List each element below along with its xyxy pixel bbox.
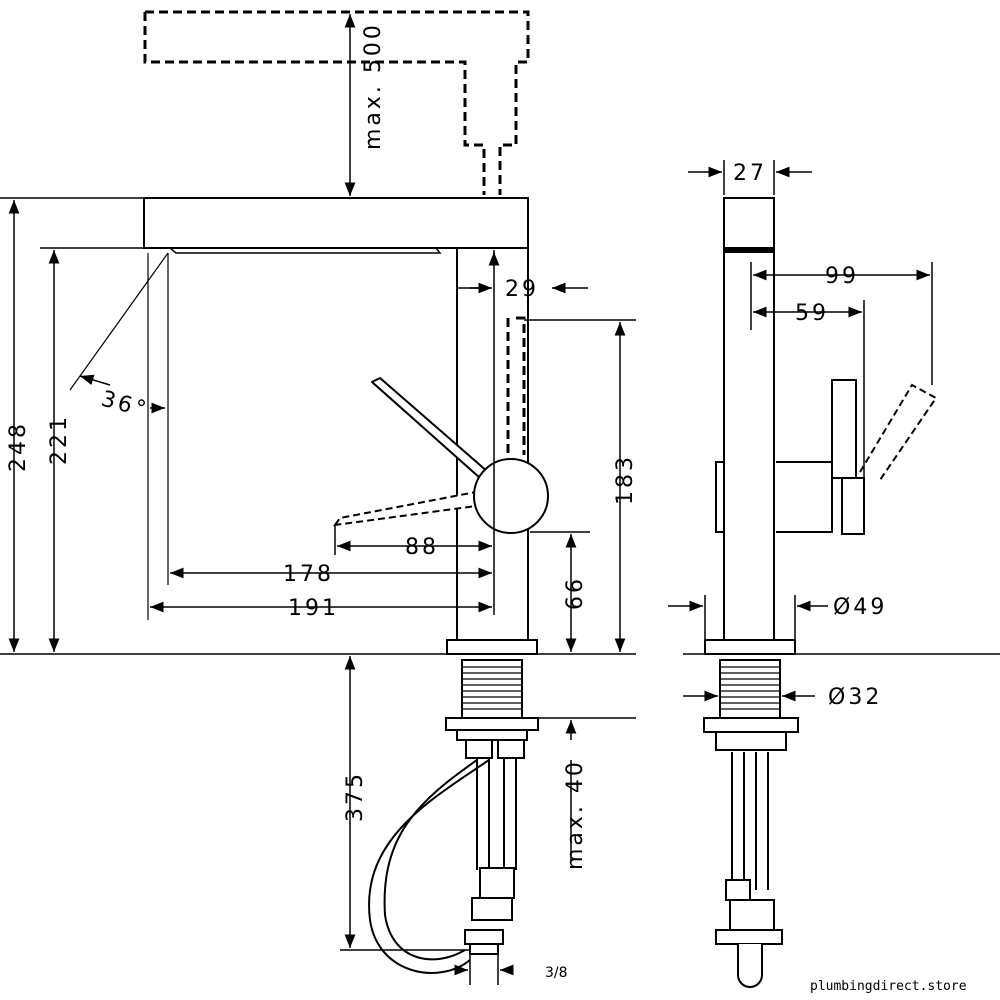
side-view-faucet (703, 197, 938, 988)
label-221: 221 (47, 414, 72, 465)
dimension-lines-front (0, 13, 636, 985)
watermark: plumbingdirect.store (810, 979, 967, 994)
front-view-faucet (69, 197, 549, 974)
label-99: 99 (825, 264, 859, 289)
clearance-outline (143, 10, 530, 455)
label-66: 66 (563, 576, 588, 610)
label-88: 88 (405, 535, 439, 560)
label-thread: 3/8 (545, 965, 568, 981)
label-59: 59 (795, 301, 829, 326)
label-dia-32: Ø32 (828, 685, 882, 710)
label-angle-36: 36° (98, 387, 151, 424)
label-max-40: max. 40 (563, 759, 588, 870)
label-178: 178 (283, 562, 334, 587)
label-29: 29 (505, 277, 539, 302)
label-27: 27 (733, 161, 767, 186)
dimension-lines-side (668, 160, 933, 702)
label-max-500: max. 500 (361, 22, 386, 150)
label-dia-49: Ø49 (833, 595, 887, 620)
label-375: 375 (343, 771, 368, 822)
label-191: 191 (288, 596, 339, 621)
label-248: 248 (6, 421, 31, 472)
label-183: 183 (613, 454, 638, 505)
